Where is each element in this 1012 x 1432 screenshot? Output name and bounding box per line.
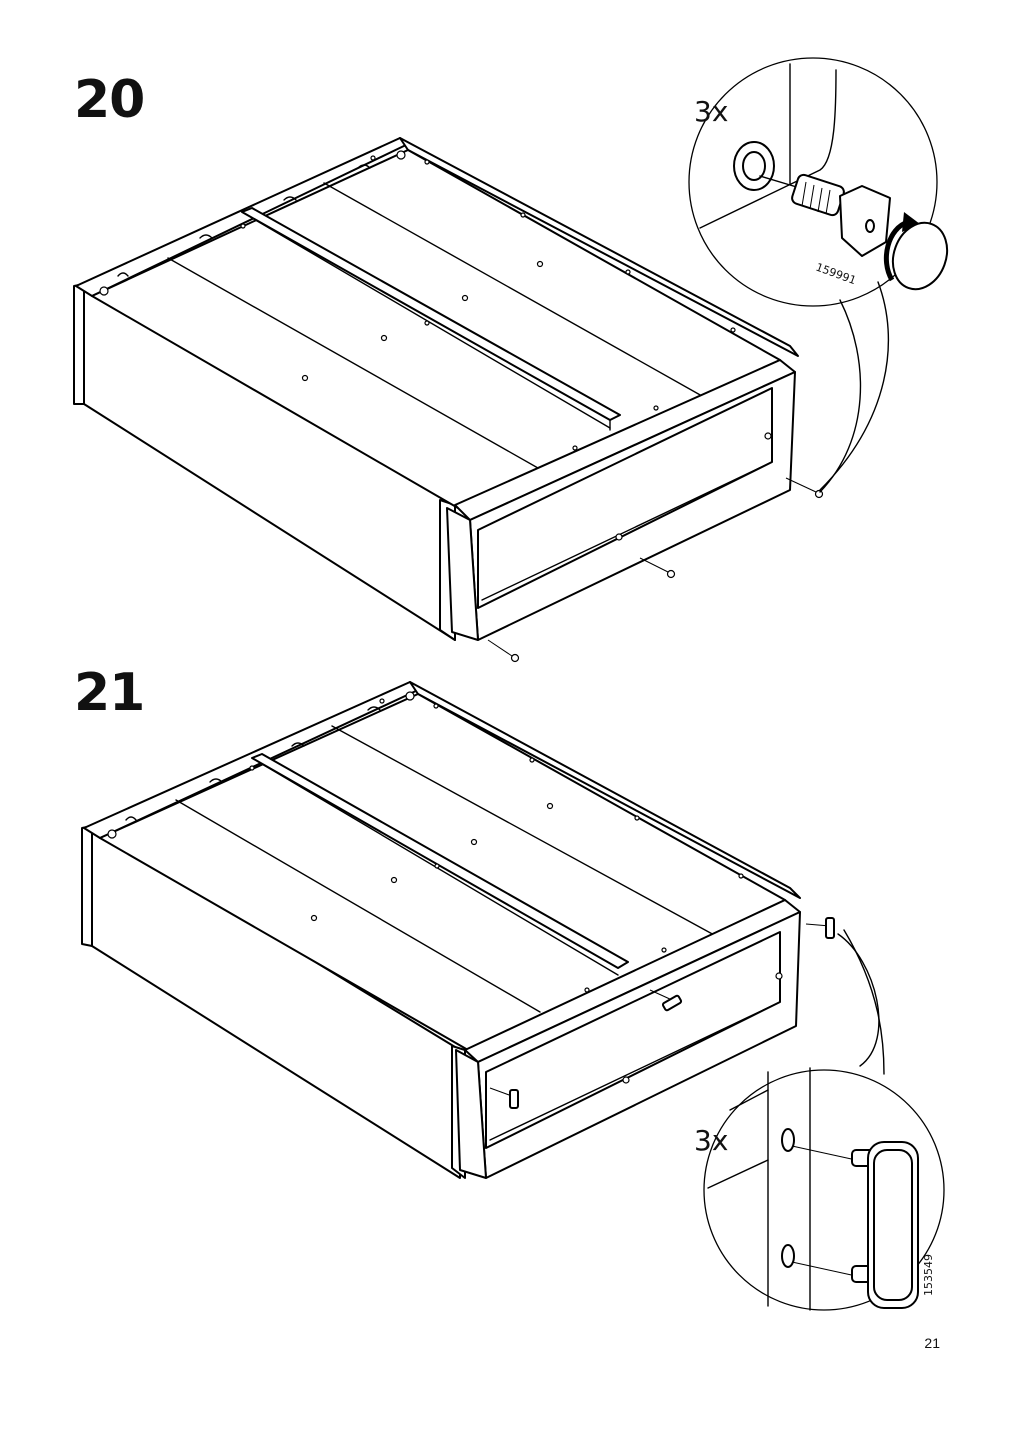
leveling-bolt-icon [791, 173, 891, 257]
page-number: 21 [924, 1335, 940, 1351]
drawer-frame-step-20 [73, 137, 824, 663]
step-number-21: 21 [74, 663, 145, 723]
part-number: 153549 [922, 1254, 935, 1296]
quantity-label: 3x [694, 1124, 728, 1157]
detail-callout-step-21: 3x 153549 [694, 929, 945, 1311]
glide-cap-icon [489, 917, 835, 1109]
screw-icon [487, 432, 824, 663]
rotate-arrow-icon [883, 212, 949, 291]
glide-cap-detail-icon [851, 1141, 919, 1309]
step-number-20: 20 [74, 70, 145, 130]
drawer-frame-step-21 [81, 681, 835, 1179]
quantity-label: 3x [694, 95, 728, 128]
detail-callout-step-20: 3x 159991 [688, 57, 949, 493]
